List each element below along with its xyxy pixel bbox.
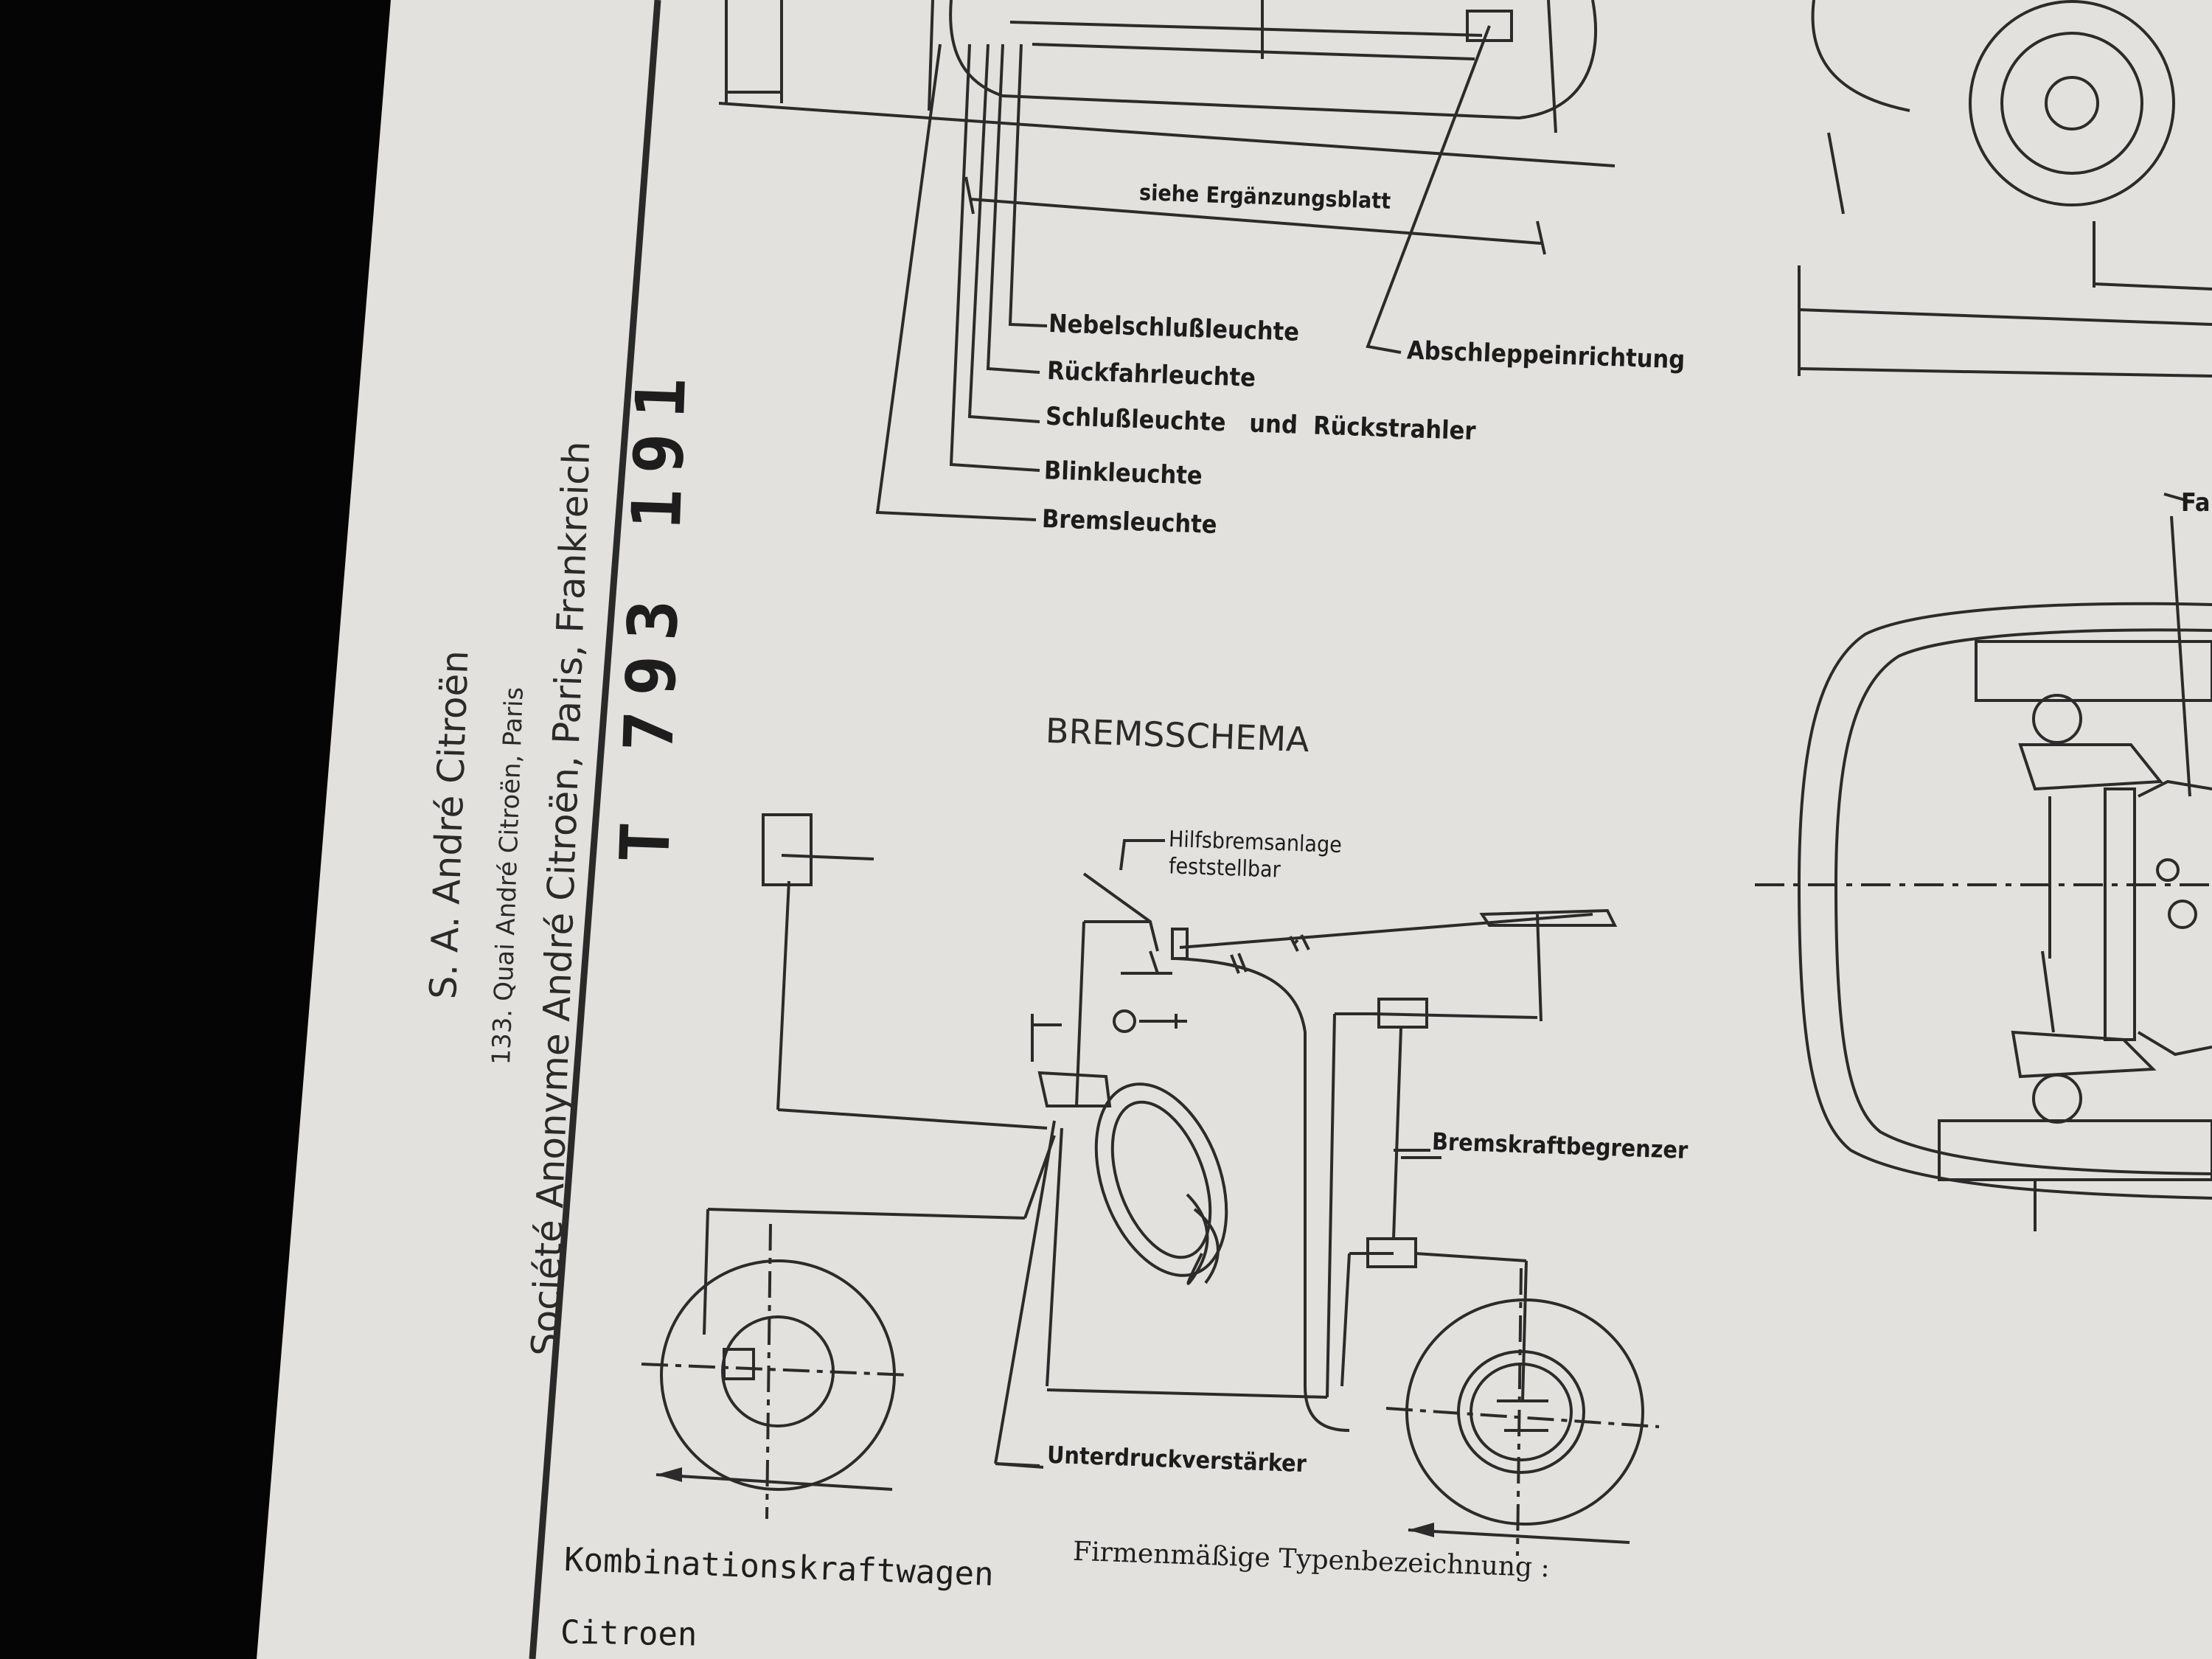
- label-side-partial: Fa: [2181, 488, 2211, 518]
- front-wheel-arrow: [656, 1467, 682, 1482]
- rear-wheel-arrow: [1408, 1523, 1434, 1537]
- brake-schema-drawing: [641, 813, 1660, 1557]
- paper-background: [257, 0, 2212, 1659]
- side-view-drawing: [1798, 0, 2212, 503]
- label-indicator-light: Blinkleuchte: [1043, 456, 1203, 491]
- frame-border-line: [529, 0, 661, 1659]
- label-brake-light: Bremsleuchte: [1041, 504, 1218, 540]
- rear-view-drawing: [718, 0, 1615, 521]
- footer-make: Citroen: [560, 1613, 698, 1654]
- label-parking-brake-line2: feststellbar: [1168, 853, 1281, 883]
- chassis-top-view-drawing: [1755, 515, 2212, 1231]
